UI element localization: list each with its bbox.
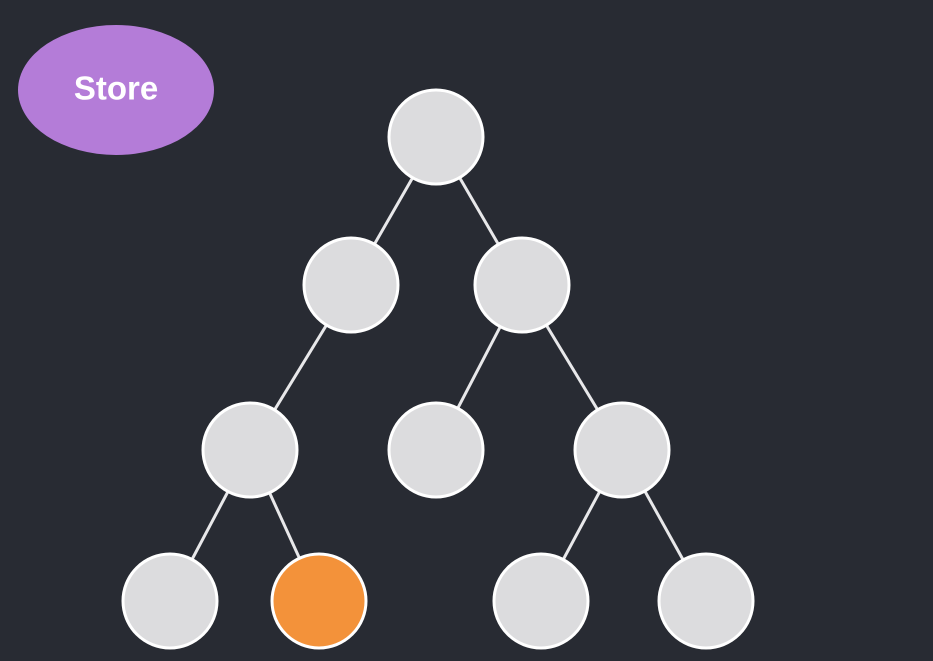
tree-node-a xyxy=(302,236,400,334)
tree-node-highlighted xyxy=(270,552,368,650)
tree-node-a1 xyxy=(201,401,299,499)
tree-edges xyxy=(168,136,708,602)
tree-node-b xyxy=(473,236,571,334)
tree-node-root xyxy=(387,88,485,186)
store-node: Store xyxy=(18,25,214,155)
store-label: Store xyxy=(74,70,158,107)
tree-nodes xyxy=(121,88,755,650)
tree-node-b2 xyxy=(573,401,671,499)
tree-node-b2l xyxy=(492,552,590,650)
tree-node-b1 xyxy=(387,401,485,499)
store-ellipse xyxy=(18,25,214,155)
tree-node-b2r xyxy=(657,552,755,650)
tree-node-a1l xyxy=(121,552,219,650)
